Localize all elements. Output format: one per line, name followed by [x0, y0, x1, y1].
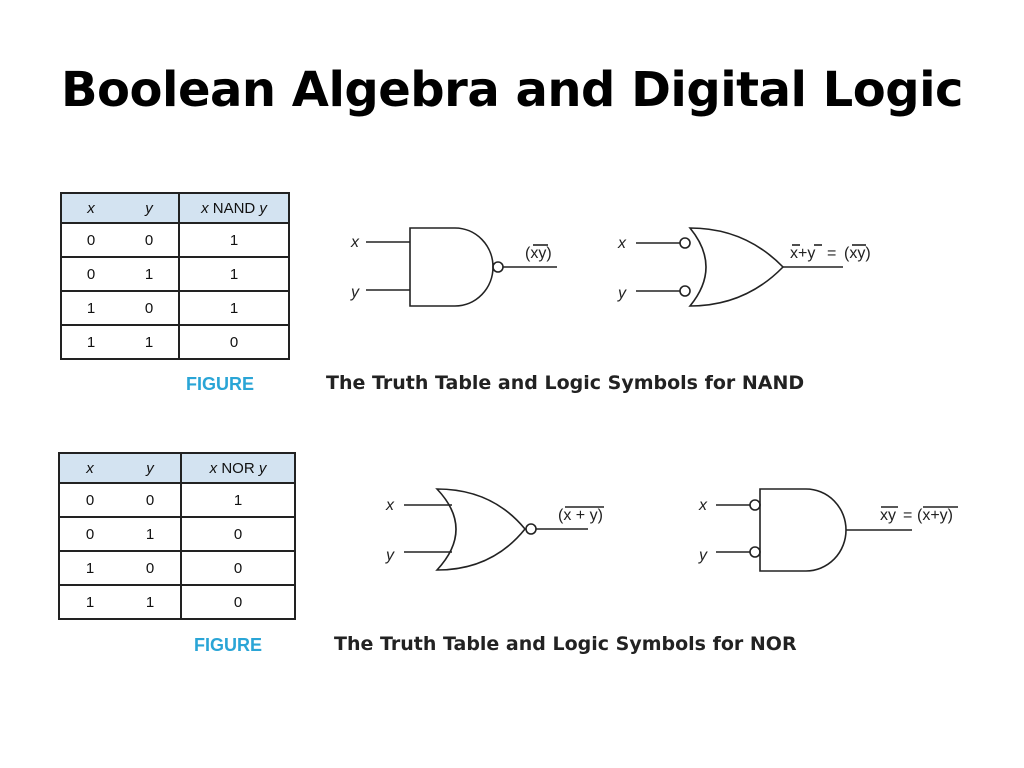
nand-eq-output-equals: = [827, 245, 836, 262]
nor-eq-output-lhs: xy [880, 507, 896, 524]
table-cell: 1 [180, 483, 295, 518]
slide-title: Boolean Algebra and Digital Logic [60, 62, 964, 118]
table-cell: 0 [120, 223, 179, 258]
nor-eq-input-x-label: x [698, 497, 708, 514]
column-header-x: x [59, 452, 120, 484]
table-cell: 1 [120, 257, 179, 292]
table-header-row: x y x NAND y [61, 192, 289, 224]
table-cell: 1 [61, 325, 120, 360]
table-cell: 0 [61, 257, 120, 292]
nor-figure-caption: The Truth Table and Logic Symbols for NO… [334, 633, 797, 655]
table-cell: 0 [61, 223, 120, 258]
nor-output-label: (x + y) [558, 507, 603, 524]
nor-gate-symbol [404, 488, 588, 571]
table-cell: 0 [120, 483, 181, 518]
table-cell: 0 [178, 325, 289, 360]
table-cell: 1 [178, 257, 289, 292]
column-header-result: x NAND y [178, 192, 289, 224]
table-cell: 1 [120, 517, 181, 552]
nand-eq-input-y-label: y [617, 285, 627, 302]
nor-figure-label: FIGURE [194, 635, 263, 655]
table-cell: 0 [180, 551, 295, 586]
nand-figure-label: FIGURE [186, 374, 255, 394]
nor-equivalent-and-gate-symbol [716, 488, 912, 572]
table-cell: 1 [120, 585, 181, 620]
nor-input-y-label: y [385, 547, 395, 564]
table-header-row: x y x NOR y [59, 452, 295, 484]
table-cell: 1 [178, 223, 289, 258]
table-cell: 1 [61, 291, 120, 326]
nand-input-x-label: x [350, 234, 360, 251]
nor-eq-output-equals: = [903, 507, 912, 524]
column-header-x: x [61, 192, 120, 224]
column-header-y: y [120, 452, 181, 484]
table-cell: 0 [180, 585, 295, 620]
nand-eq-output-rhs: (xy) [844, 245, 871, 262]
table-cell: 0 [180, 517, 295, 552]
nor-eq-output-rhs: (x+y) [917, 507, 953, 524]
column-header-result: x NOR y [180, 452, 295, 484]
table-cell: 0 [120, 291, 179, 326]
nor-input-x-label: x [385, 497, 395, 514]
nand-output-label: (xy) [525, 245, 552, 262]
nand-gate-symbol [366, 227, 557, 307]
nand-equivalent-or-gate-symbol [636, 227, 843, 307]
table-cell: 1 [59, 585, 120, 620]
nand-input-y-label: y [350, 284, 360, 301]
table-cell: 1 [178, 291, 289, 326]
column-header-y: y [120, 192, 179, 224]
table-cell: 0 [120, 551, 181, 586]
nand-eq-output-lhs: x+y [790, 245, 815, 262]
table-cell: 0 [59, 483, 120, 518]
table-cell: 1 [59, 551, 120, 586]
nor-eq-input-y-label: y [698, 547, 708, 564]
nand-eq-input-x-label: x [617, 235, 627, 252]
nand-figure-caption: The Truth Table and Logic Symbols for NA… [326, 372, 805, 394]
table-cell: 0 [59, 517, 120, 552]
table-cell: 1 [120, 325, 179, 360]
